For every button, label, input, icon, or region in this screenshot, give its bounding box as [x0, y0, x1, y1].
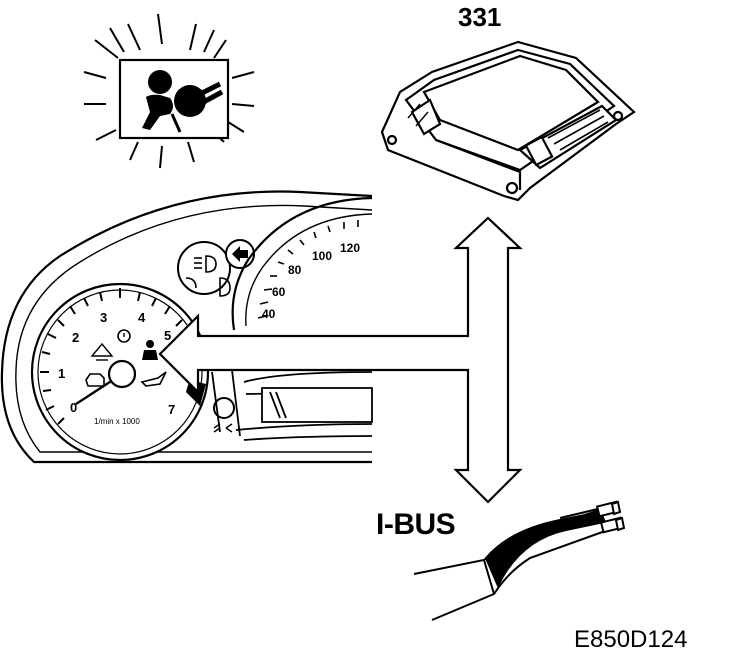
tach-number-3: 3	[100, 310, 107, 325]
speedo-number-40: 40	[262, 307, 276, 321]
mount-hole	[505, 181, 519, 195]
center-display	[211, 369, 373, 441]
engine-warning-icon	[85, 373, 105, 387]
indicator-pod	[177, 239, 255, 433]
airbag-warning-icon	[142, 70, 224, 133]
tach-number-2: 2	[72, 330, 79, 345]
airbag-warning-lamp	[83, 13, 255, 169]
tach-unit-label: 1/min x 1000	[94, 417, 140, 426]
airbag-control-module	[380, 40, 636, 202]
module-number-label: 331	[458, 2, 502, 32]
oil-can-icon	[140, 371, 167, 387]
bus-connection-arrow	[158, 216, 523, 504]
turn-signal-arrow-icon	[232, 246, 248, 262]
fog-lamp-icon	[185, 277, 231, 297]
tach-number-7: 7	[168, 402, 175, 417]
bus-arrows	[158, 216, 523, 504]
tach-number-5: 5	[164, 328, 171, 343]
speedo-number-120: 120	[340, 241, 360, 255]
instrument-cluster: 0 1 2 3 4 5 7 1/min x 1000	[0, 190, 373, 464]
module-top-face	[422, 54, 600, 152]
tach-hub	[107, 359, 137, 389]
mount-hole	[386, 134, 398, 146]
cluster-housing	[0, 190, 373, 464]
speedo-number-100: 100	[312, 249, 332, 263]
tach-number-4: 4	[138, 310, 146, 325]
traction-icon	[90, 342, 114, 361]
tach-number-0: 0	[70, 400, 77, 415]
mount-hole	[612, 110, 624, 122]
tachometer: 0 1 2 3 4 5 7 1/min x 1000	[30, 282, 210, 462]
headlamp-icon	[194, 255, 217, 273]
beam-icon	[213, 423, 233, 433]
brake-warning-icon	[117, 329, 131, 343]
tach-number-1: 1	[58, 366, 65, 381]
tach-ticks	[40, 288, 193, 425]
seat-belt-icon	[142, 340, 158, 360]
bus-name-label: I-BUS	[376, 508, 456, 541]
figure-code-label: E850D124	[574, 626, 688, 653]
speedo-number-80: 80	[288, 263, 302, 277]
speedo-ticks	[257, 220, 359, 319]
speedometer: 40 60 80 100 120	[231, 196, 373, 331]
ibus-cable	[413, 500, 626, 621]
speedo-number-60: 60	[272, 285, 286, 299]
tach-needle	[75, 376, 117, 406]
